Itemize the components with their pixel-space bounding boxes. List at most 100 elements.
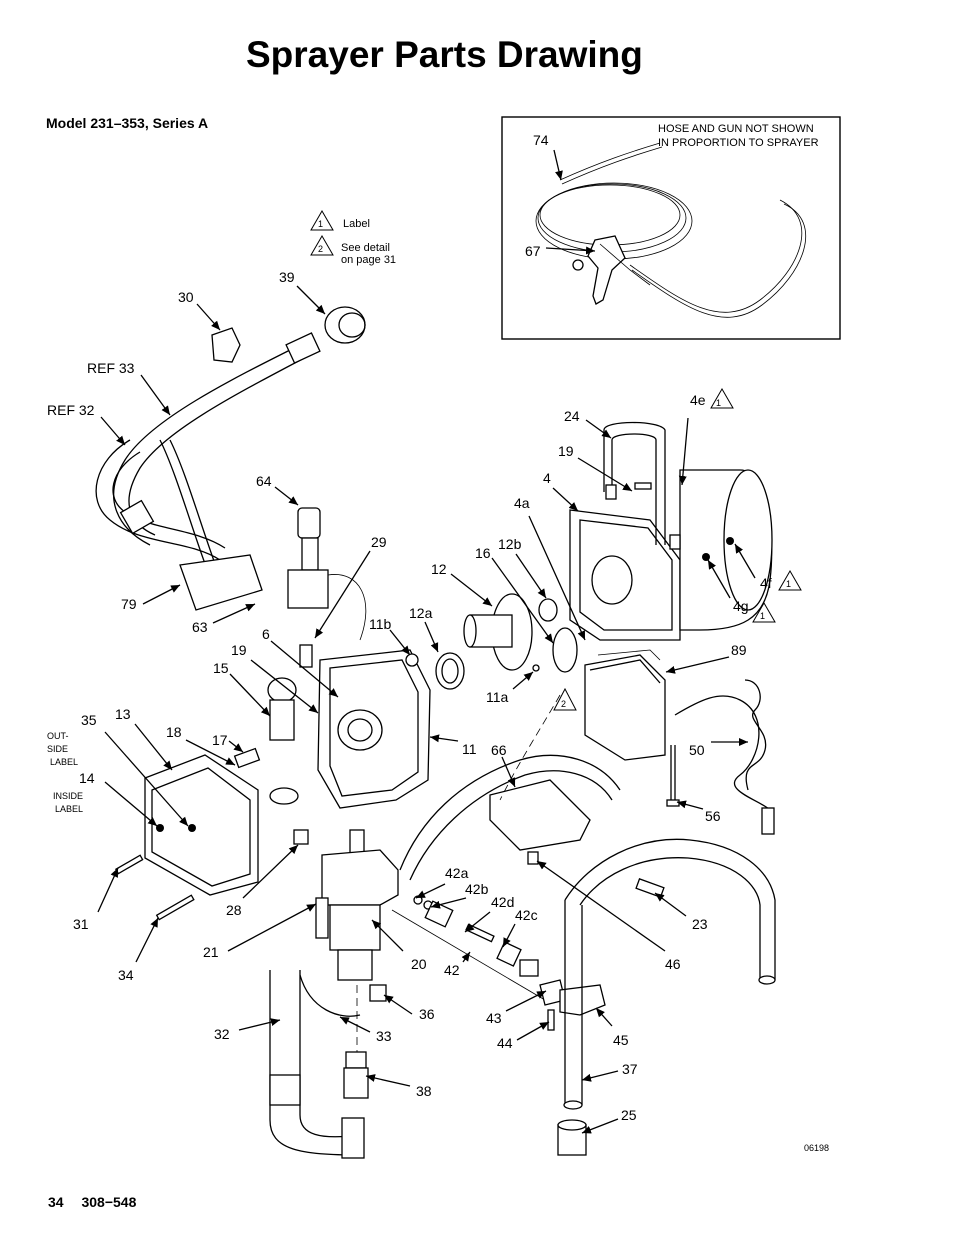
reference-triangles: 1 1 1 2	[553, 388, 802, 711]
inside-label-line1: INSIDE	[53, 791, 83, 801]
label-32: 32	[214, 1026, 230, 1042]
displacement-pump	[321, 829, 399, 1060]
pin	[299, 644, 313, 668]
label-50: 50	[689, 742, 705, 758]
label-42a: 42a	[445, 865, 469, 881]
legend-mark-2: 2	[318, 244, 323, 254]
pressure-control	[287, 507, 367, 641]
label-12: 12	[431, 561, 447, 577]
doc-number: 308−548	[81, 1194, 137, 1210]
label-39: 39	[279, 269, 295, 285]
cord-strain-44	[547, 1009, 555, 1031]
page-footer: 34 308−548	[48, 1194, 150, 1210]
outside-label-line3: LABEL	[50, 757, 78, 767]
label-67: 67	[525, 243, 541, 259]
screw-56	[666, 745, 680, 807]
label-56: 56	[705, 808, 721, 824]
label-64: 64	[256, 473, 272, 489]
screw-46	[527, 851, 539, 865]
valve-assembly	[391, 895, 546, 1001]
label-11a: 11a	[486, 689, 509, 705]
label-6: 6	[262, 626, 270, 642]
outside-label-line2: SIDE	[47, 744, 68, 754]
label-16: 16	[475, 545, 491, 561]
label-11: 11	[462, 741, 477, 757]
tri-4e-mark: 1	[716, 398, 721, 408]
fitting-36	[369, 984, 387, 1002]
label-46: 46	[665, 956, 681, 972]
label-74: 74	[533, 132, 549, 148]
label-4e: 4e	[690, 392, 706, 408]
label-13: 13	[115, 706, 131, 722]
drain-hose-33	[299, 974, 361, 1017]
fitting-28	[293, 829, 309, 845]
leader-lines	[97, 285, 756, 1134]
gear-train	[405, 593, 578, 690]
shroud	[144, 754, 259, 896]
swivel-nut	[324, 306, 366, 344]
tri-detail-mark: 2	[561, 699, 566, 709]
label-33: 33	[376, 1028, 392, 1044]
figure-number: 06198	[804, 1143, 829, 1153]
label-44: 44	[497, 1035, 513, 1051]
label-21: 21	[203, 944, 219, 960]
part-labels: 30 39 REF 33 REF 32 64 29 79 63 6 19 15 …	[47, 269, 829, 1153]
label-20: 20	[411, 956, 427, 972]
inset-note-line2: IN PROPORTION TO SPRAYER	[658, 137, 819, 149]
page-title: Sprayer Parts Drawing	[246, 34, 643, 75]
tri-4f-mark: 1	[786, 579, 791, 589]
label-30: 30	[178, 289, 194, 305]
label-42: 42	[444, 962, 460, 978]
screw-34	[155, 894, 195, 921]
legend: 1 Label 2 See detail on page 31	[310, 210, 396, 266]
label-19-left: 19	[231, 642, 247, 658]
label-11b: 11b	[369, 616, 392, 632]
suction-hoses	[95, 332, 321, 601]
label-35: 35	[81, 712, 97, 728]
label-14: 14	[79, 770, 95, 786]
bolt-23	[635, 878, 665, 898]
page-number: 34	[48, 1194, 64, 1210]
label-79: 79	[121, 596, 137, 612]
label-4g: 4g	[733, 598, 749, 614]
hose-coil	[535, 142, 807, 318]
label-38: 38	[416, 1083, 432, 1099]
label-42b: 42b	[465, 881, 489, 897]
label-12a: 12a	[409, 605, 433, 621]
label-19-right: 19	[558, 443, 574, 459]
drive-housing	[317, 649, 431, 809]
outside-label-line1: OUT-	[47, 731, 69, 741]
spray-gun	[572, 235, 651, 305]
legend-detail-line2: on page 31	[341, 254, 396, 266]
label-42c: 42c	[515, 907, 538, 923]
ring-18	[269, 787, 299, 805]
label-18: 18	[166, 724, 182, 740]
hose-gun-inset: HOSE AND GUN NOT SHOWN IN PROPORTION TO …	[501, 116, 841, 340]
screw-21	[315, 897, 329, 939]
label-24: 24	[564, 408, 580, 424]
pin-17	[233, 747, 261, 769]
legend-mark-1: 1	[318, 219, 323, 229]
label-ref33: REF 33	[87, 360, 135, 376]
label-4: 4	[543, 470, 551, 486]
legend-detail-line1: See detail	[341, 242, 390, 254]
control-box	[584, 649, 666, 761]
inside-label-line2: LABEL	[55, 804, 83, 814]
label-15: 15	[213, 660, 229, 676]
power-cord	[674, 679, 775, 835]
label-34: 34	[118, 967, 134, 983]
leg-cap	[557, 1119, 587, 1156]
label-66: 66	[491, 742, 507, 758]
label-4a: 4a	[514, 495, 530, 511]
frame	[399, 694, 776, 1110]
label-42d: 42d	[491, 894, 514, 910]
label-37: 37	[622, 1061, 638, 1077]
suction-tube-32	[269, 970, 365, 1159]
label-43: 43	[486, 1010, 502, 1026]
label-4f: 4f	[760, 575, 772, 591]
label-25: 25	[621, 1107, 637, 1123]
screw-31	[114, 854, 144, 875]
label-36: 36	[419, 1006, 435, 1022]
label-89: 89	[731, 642, 747, 658]
